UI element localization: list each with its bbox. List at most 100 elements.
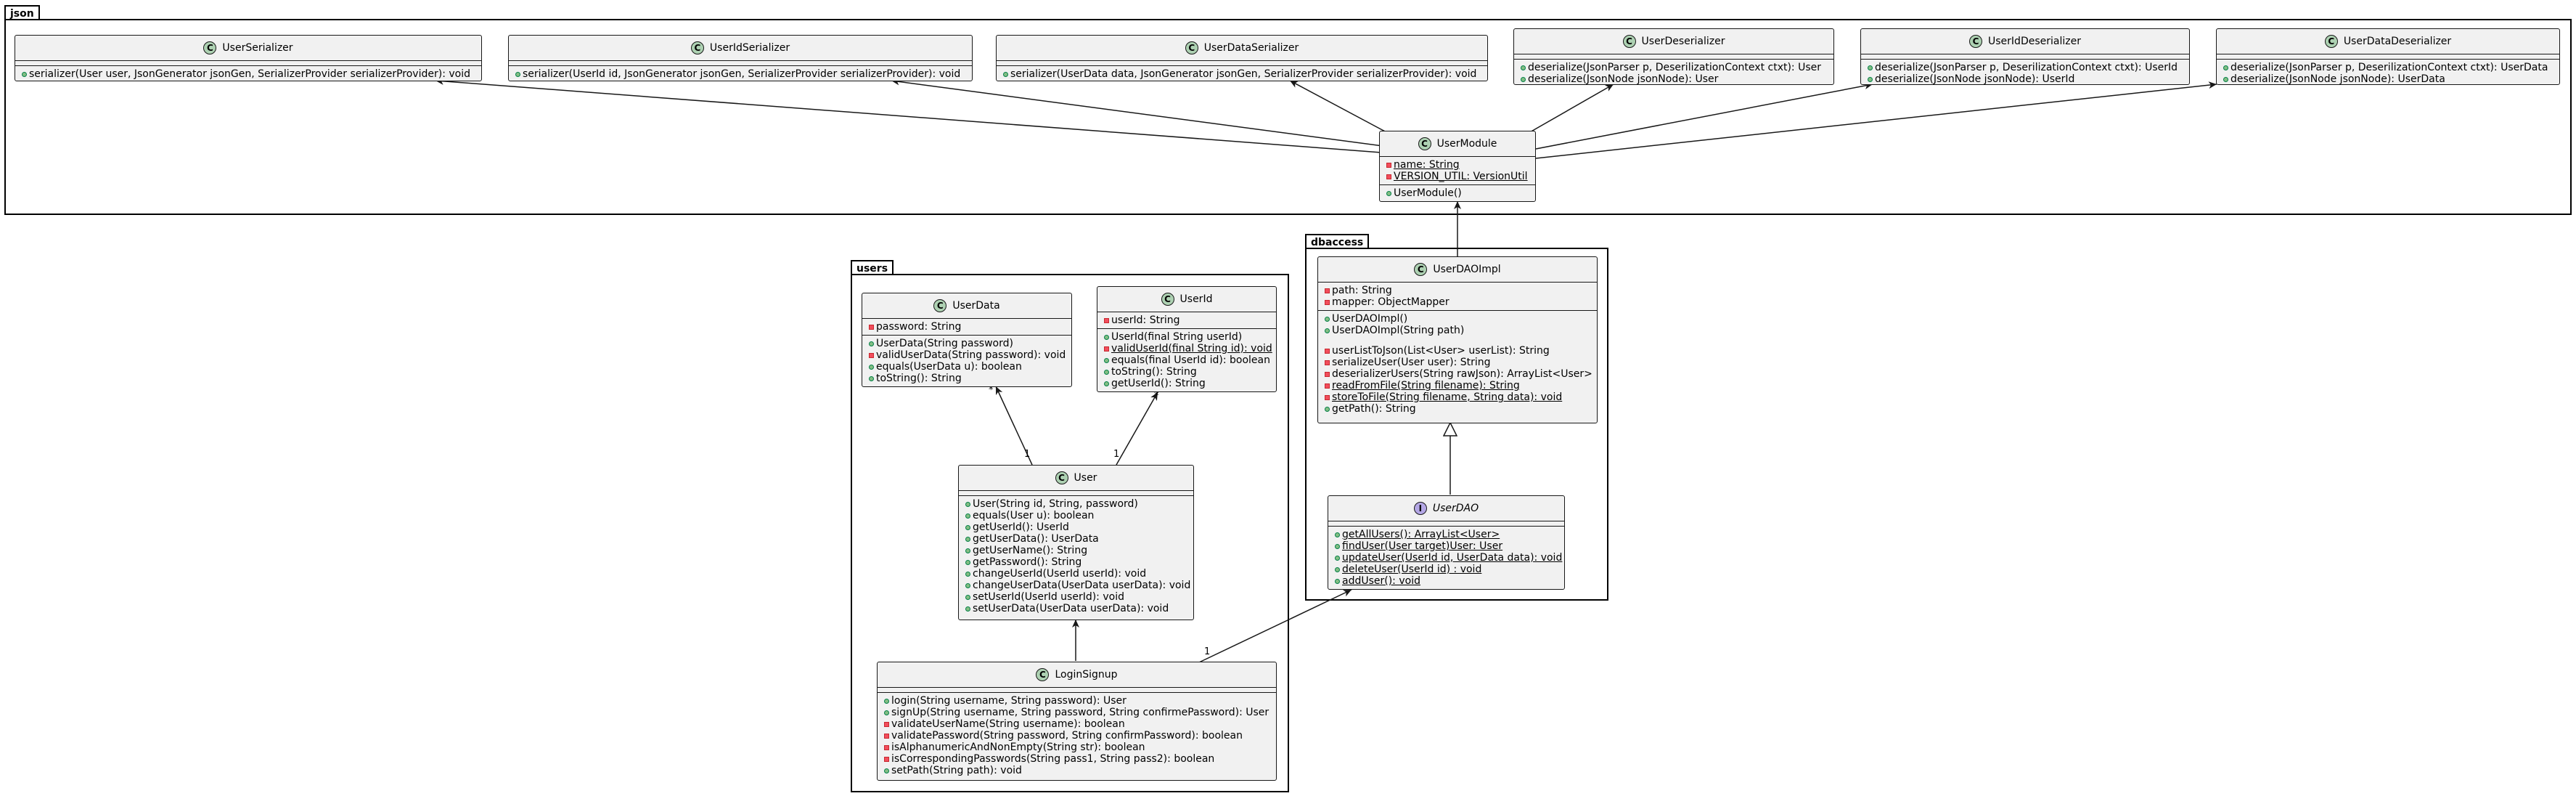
- private-marker-icon: [1325, 360, 1330, 365]
- class-name: UserData: [952, 300, 1000, 312]
- field: name: String: [1384, 159, 1531, 171]
- private-marker-icon: [884, 734, 889, 739]
- method: deserialize(JsonNode jsonNode): UserData: [2221, 73, 2555, 85]
- method: deleteUser(UserId id) : void: [1333, 564, 1560, 575]
- private-marker-icon: [1325, 349, 1330, 354]
- public-marker-icon: [869, 341, 874, 346]
- public-marker-icon: [1335, 567, 1340, 572]
- method: validUserData(String password): void: [867, 349, 1067, 361]
- method: getPassword(): String: [963, 556, 1189, 568]
- relation-module-userserializer: [435, 77, 1391, 154]
- method: equals(User u): boolean: [963, 510, 1189, 521]
- public-marker-icon: [884, 699, 889, 704]
- method: signUp(String username, String password,…: [882, 707, 1272, 718]
- method: deserialize(JsonNode jsonNode): User: [1518, 73, 1829, 85]
- public-marker-icon: [1104, 335, 1109, 340]
- private-marker-icon: [869, 353, 874, 358]
- method: getAllUsers(): ArrayList<User>: [1333, 529, 1560, 540]
- class-name: UserId: [1179, 293, 1213, 305]
- class-icon: C: [2324, 35, 2338, 48]
- public-marker-icon: [1521, 77, 1526, 82]
- public-marker-icon: [1386, 191, 1391, 196]
- class-icon: C: [1161, 293, 1174, 306]
- public-marker-icon: [884, 710, 889, 715]
- package-tab-dbaccess: dbaccess: [1305, 234, 1370, 248]
- public-marker-icon: [965, 595, 970, 600]
- method: toString(): String: [1102, 366, 1272, 378]
- class-icon: C: [933, 299, 947, 312]
- class-name: UserModule: [1436, 138, 1497, 150]
- relation-module-userdataserializer: [1289, 80, 1389, 134]
- field: path: String: [1322, 285, 1592, 296]
- public-marker-icon: [1003, 72, 1008, 77]
- multiplicity-user-to-data: 1: [1024, 449, 1031, 460]
- public-marker-icon: [884, 768, 889, 773]
- package-tab-users: users: [851, 260, 894, 275]
- multiplicity-userid-end: *: [1154, 391, 1159, 402]
- package-dbaccess: [1305, 248, 1608, 601]
- method: setUserId(UserId userId): void: [963, 591, 1189, 603]
- private-marker-icon: [1386, 174, 1391, 179]
- public-marker-icon: [1104, 358, 1109, 363]
- method: UserData(String password): [867, 338, 1067, 349]
- method: toString(): String: [867, 373, 1067, 384]
- private-marker-icon: [1325, 288, 1330, 293]
- public-marker-icon: [965, 525, 970, 530]
- method: isCorrespondingPasswords(String pass1, S…: [882, 753, 1272, 765]
- method: setUserData(UserData userData): void: [963, 603, 1189, 614]
- method: changeUserData(UserData userData): void: [963, 580, 1190, 591]
- relation-module-useridserializer: [891, 78, 1394, 148]
- class-name: UserDAO: [1432, 503, 1479, 514]
- private-marker-icon: [1325, 300, 1330, 305]
- method: getPath(): String: [1322, 403, 1592, 415]
- public-marker-icon: [1335, 532, 1340, 537]
- method: changeUserId(UserId userId): void: [963, 568, 1189, 580]
- method: validateUserName(String username): boole…: [882, 718, 1272, 730]
- public-marker-icon: [1868, 77, 1873, 82]
- relation-module-useriddeserializer: [1535, 82, 1873, 150]
- multiplicity-login-to-dao: 1: [1204, 646, 1211, 657]
- private-marker-icon: [869, 325, 874, 330]
- method: serializer(UserId id, JsonGenerator json…: [513, 68, 968, 80]
- relation-module-userdatadeserializer: [1535, 81, 2217, 159]
- class-name: UserDataSerializer: [1203, 42, 1299, 54]
- public-marker-icon: [965, 537, 970, 542]
- public-marker-icon: [515, 72, 520, 77]
- package-json: [4, 19, 2572, 215]
- method: UserDAOImpl(String path): [1322, 325, 1592, 336]
- method: equals(final UserId id): boolean: [1102, 354, 1272, 366]
- private-marker-icon: [1104, 318, 1109, 323]
- private-marker-icon: [1104, 346, 1109, 352]
- method: User(String id, String, password): [963, 498, 1189, 510]
- private-marker-icon: [884, 722, 889, 727]
- method: deserialize(JsonParser p, Deserilization…: [1865, 62, 2185, 73]
- public-marker-icon: [1325, 328, 1330, 333]
- method: equals(UserData u): boolean: [867, 361, 1067, 373]
- class-icon: C: [1622, 35, 1636, 48]
- method: updateUser(UserId id, UserData data): vo…: [1333, 552, 1562, 564]
- method: deserialize(JsonParser p, Deserilization…: [1518, 62, 1829, 73]
- method: login(String username, String password):…: [882, 695, 1272, 707]
- public-marker-icon: [2223, 65, 2228, 70]
- method: serializer(UserData data, JsonGenerator …: [1001, 68, 1483, 80]
- field: userId: String: [1102, 314, 1272, 326]
- public-marker-icon: [869, 365, 874, 370]
- multiplicity-user-to-id: 1: [1113, 449, 1120, 460]
- class-name: UserDeserializer: [1641, 36, 1725, 47]
- public-marker-icon: [1521, 65, 1526, 70]
- field: VERSION_UTIL: VersionUtil: [1384, 171, 1531, 182]
- public-marker-icon: [1325, 317, 1330, 322]
- class-icon: C: [1969, 35, 1983, 48]
- method: UserDAOImpl(): [1322, 313, 1592, 325]
- public-marker-icon: [22, 72, 27, 77]
- private-marker-icon: [884, 745, 889, 750]
- method: userListToJson(List<User> userList): Str…: [1322, 345, 1592, 357]
- method: setPath(String path): void: [882, 765, 1272, 776]
